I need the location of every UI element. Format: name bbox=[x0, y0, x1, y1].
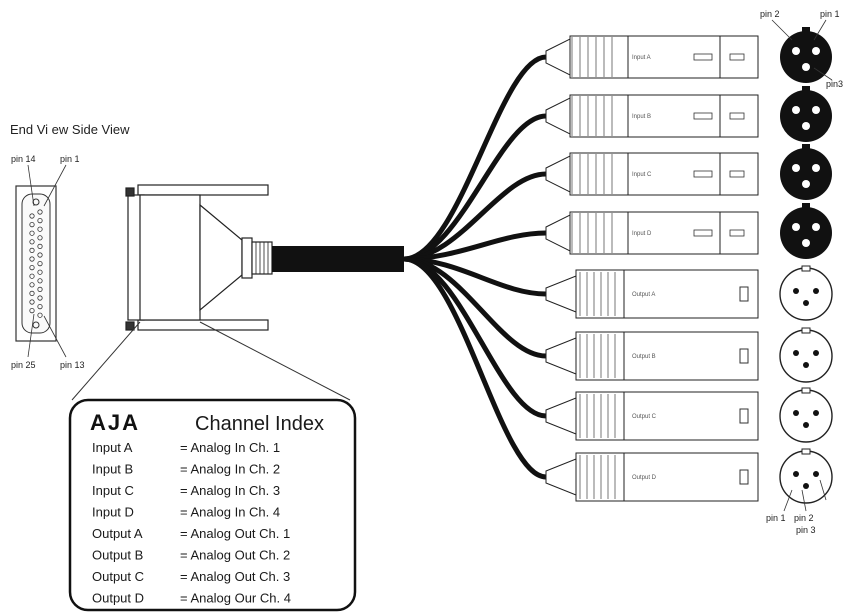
index-row-desc: = Analog In Ch. 3 bbox=[180, 483, 280, 498]
connector-label: Input D bbox=[632, 231, 652, 237]
db25-side-view bbox=[125, 184, 273, 331]
xlr-end-views bbox=[779, 27, 833, 504]
index-row-desc: = Analog In Ch. 2 bbox=[180, 462, 280, 477]
cable-line bbox=[403, 54, 547, 262]
xlr-connector: Output A bbox=[545, 269, 759, 319]
db25-pins bbox=[29, 209, 43, 318]
connector-label: Output B bbox=[632, 354, 656, 360]
xlr-male-end bbox=[779, 327, 833, 383]
xlr-label-pin3-top: pin3 bbox=[826, 79, 843, 89]
label-pin-25: pin 25 bbox=[11, 360, 36, 370]
index-row-desc: = Analog In Ch. 4 bbox=[180, 505, 280, 520]
index-row-name: Input B bbox=[92, 462, 133, 477]
xlr-male-end bbox=[779, 448, 833, 504]
index-row-name: Input A bbox=[92, 440, 133, 455]
cable-line bbox=[403, 113, 547, 262]
connector-label: Output D bbox=[632, 475, 657, 481]
xlr-female-end bbox=[780, 144, 832, 200]
xlr-label-pin2-top: pin 2 bbox=[760, 9, 780, 19]
index-callout-lines bbox=[71, 321, 351, 401]
index-row-desc: = Analog Out Ch. 2 bbox=[180, 548, 290, 563]
label-pin-13: pin 13 bbox=[60, 360, 85, 370]
connector-label: Input B bbox=[632, 114, 651, 120]
channel-index-panel: AJA Channel Index Input A = Analog In Ch.… bbox=[68, 398, 357, 612]
xlr-connector: Output D bbox=[545, 452, 759, 502]
index-row-name: Output C bbox=[92, 569, 144, 584]
xlr-female-end bbox=[780, 203, 832, 259]
connector-label: Output C bbox=[632, 414, 657, 420]
connector-label: Input C bbox=[632, 172, 652, 178]
xlr-connector: Input B bbox=[545, 94, 759, 138]
pin-callout-lines bbox=[27, 164, 67, 358]
fanout-cables bbox=[403, 54, 547, 480]
xlr-label-pin1-top: pin 1 bbox=[820, 9, 840, 19]
xlr-label-pin3-bottom: pin 3 bbox=[796, 525, 816, 535]
xlr-connector: Input D bbox=[545, 211, 759, 255]
index-row-name: Input D bbox=[92, 505, 134, 520]
channel-index-title: Channel Index bbox=[195, 413, 324, 435]
label-pin-14: pin 14 bbox=[11, 154, 36, 164]
connector-label: Input A bbox=[632, 55, 651, 61]
xlr-connector: Input A bbox=[545, 35, 759, 79]
xlr-male-end bbox=[779, 387, 833, 443]
db25-end-view bbox=[15, 185, 57, 342]
cable-trunk bbox=[272, 246, 404, 272]
cable-line bbox=[403, 256, 547, 419]
cable-line bbox=[403, 256, 547, 480]
xlr-connector: Output B bbox=[545, 331, 759, 381]
cable-line bbox=[403, 171, 547, 262]
index-row-desc: = Analog In Ch. 1 bbox=[180, 440, 280, 455]
xlr-pin-callout-lines bbox=[771, 19, 833, 512]
index-row-desc: = Analog Our Ch. 4 bbox=[180, 591, 291, 606]
xlr-male-end bbox=[779, 265, 833, 321]
xlr-connector: Output C bbox=[545, 391, 759, 441]
xlr-connectors: Input A Input B Input C Input D Output A Outp… bbox=[545, 35, 759, 502]
xlr-connector: Input C bbox=[545, 152, 759, 196]
index-row-desc: = Analog Out Ch. 3 bbox=[180, 569, 290, 584]
xlr-female-end bbox=[780, 86, 832, 142]
index-row-name: Input C bbox=[92, 483, 134, 498]
index-row-name: Output B bbox=[92, 548, 143, 563]
index-row-name: Output A bbox=[92, 526, 143, 541]
channel-index-rows: Input A = Analog In Ch. 1 Input B = Analog … bbox=[92, 440, 291, 606]
index-row-desc: = Analog Out Ch. 1 bbox=[180, 526, 290, 541]
xlr-label-pin1-bottom: pin 1 bbox=[766, 513, 786, 523]
xlr-female-end bbox=[780, 27, 832, 83]
connector-label: Output A bbox=[632, 292, 655, 298]
xlr-label-pin2-bottom: pin 2 bbox=[794, 513, 814, 523]
aja-logo: AJA bbox=[90, 410, 140, 435]
label-pin-1: pin 1 bbox=[60, 154, 80, 164]
views-title: End Vi ew Side View bbox=[10, 122, 130, 137]
index-row-name: Output D bbox=[92, 591, 144, 606]
